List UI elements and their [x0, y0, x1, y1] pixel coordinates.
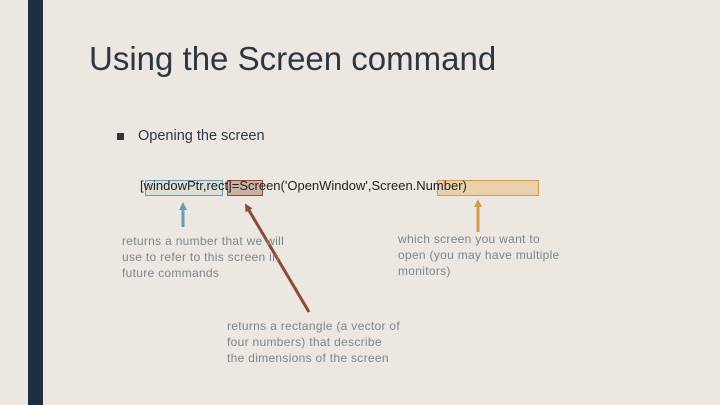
window-ptr-highlight	[145, 180, 223, 196]
slide-title: Using the Screen command	[89, 40, 497, 77]
bullet-item: Opening the screen	[117, 128, 265, 144]
rect-annotation: returns a rectangle (a vector of four nu…	[227, 319, 401, 365]
code-line: [windowPtr,rect]=Screen('OpenWindow',Scr…	[140, 178, 467, 193]
rect-highlight	[227, 180, 263, 196]
sidebar-accent-bar	[28, 0, 43, 405]
bullet-square-icon	[117, 132, 124, 140]
window-ptr-annotation: returns a number that we will use to ref…	[122, 234, 285, 280]
bullet-text: Opening the screen	[138, 128, 265, 144]
screen-number-highlight	[437, 180, 539, 196]
screen-number-annotation: which screen you want to open (you may h…	[398, 232, 560, 278]
